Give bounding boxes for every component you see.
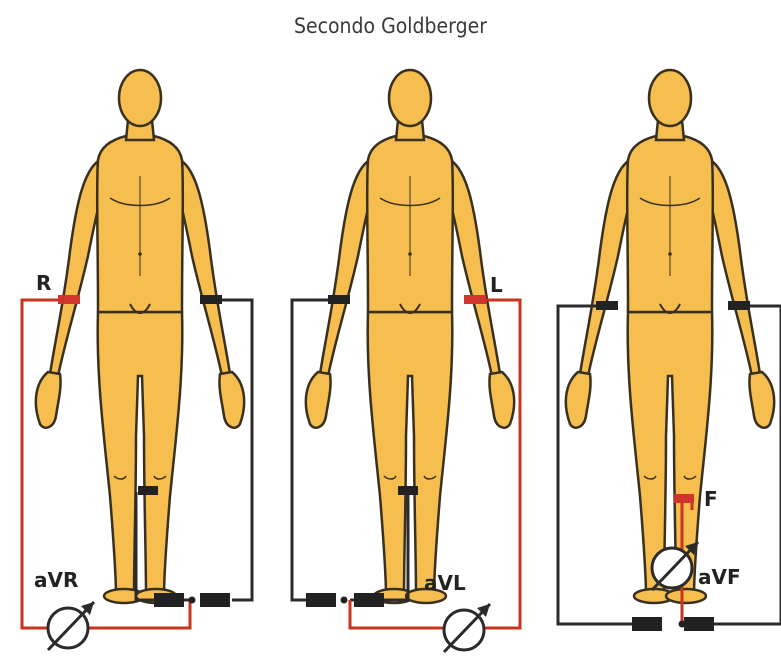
left-arm-electrode	[464, 295, 486, 304]
lead-label-avl: aVL	[424, 571, 466, 595]
junction	[189, 597, 196, 604]
junction	[679, 621, 686, 628]
electrode-label-r: R	[36, 271, 51, 295]
lead-label-avf: aVF	[698, 565, 741, 589]
left-arm-electrode	[728, 301, 750, 310]
electrode-label-l: L	[490, 273, 503, 297]
foot-electrode	[674, 494, 694, 503]
resistor	[354, 593, 384, 607]
figure-avf: F aVF	[558, 70, 781, 631]
resistor	[684, 617, 714, 631]
figure-avr: R aVR	[22, 70, 252, 650]
figure-avl: L aVL	[292, 70, 520, 652]
galvanometer-icon	[48, 602, 94, 650]
junction	[341, 597, 348, 604]
left-arm-electrode	[200, 295, 222, 304]
right-arm-electrode	[596, 301, 618, 310]
electrode-label-f: F	[704, 487, 718, 511]
human-body-icon	[306, 70, 514, 603]
resistor	[306, 593, 336, 607]
resistor	[154, 593, 184, 607]
galvanometer-icon	[444, 604, 490, 652]
resistor	[632, 617, 662, 631]
right-arm-electrode	[58, 295, 80, 304]
foot-electrode	[398, 486, 418, 495]
foot-electrode	[138, 486, 158, 495]
right-arm-electrode	[328, 295, 350, 304]
human-body-icon	[36, 70, 244, 603]
lead-label-avr: aVR	[34, 568, 78, 592]
resistor	[200, 593, 230, 607]
human-body-icon	[566, 70, 774, 603]
